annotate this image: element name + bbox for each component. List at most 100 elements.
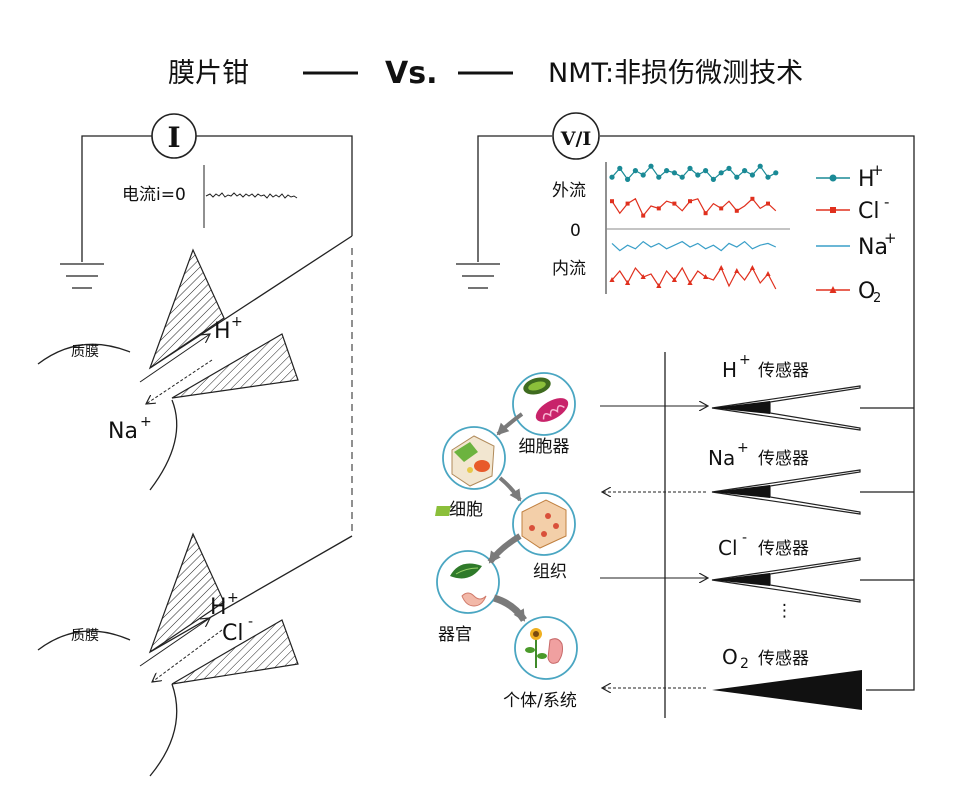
organ-icon xyxy=(450,563,487,607)
flux-marker-h xyxy=(765,174,771,180)
flux-marker-o xyxy=(718,265,724,270)
nmt-ground-wire xyxy=(477,135,552,262)
flux-marker-cl xyxy=(703,211,708,216)
sensor-label-h: H + 传感器 xyxy=(722,352,809,382)
legend-label-h: H xyxy=(858,167,875,192)
membrane-label-top: 质膜 xyxy=(71,344,99,360)
flux-marker-h xyxy=(617,165,623,171)
flux-marker-o xyxy=(703,274,709,279)
mitochondrion-icon xyxy=(523,377,569,422)
legend-label-cl: Cl xyxy=(858,199,879,224)
flux-marker-h xyxy=(671,170,678,176)
flux-marker-cl xyxy=(766,201,770,206)
tissue-icon xyxy=(435,499,567,549)
membrane-bottom-lower xyxy=(149,683,178,777)
sensor-label-o2: O 2 传感器 xyxy=(722,645,809,672)
flux-series-group xyxy=(609,163,779,290)
flux-marker-cl xyxy=(625,201,630,206)
sensor-cl-ion: Cl xyxy=(718,536,738,560)
voltmeter-icon xyxy=(552,112,600,160)
organism-icon xyxy=(525,628,563,668)
flux-marker-h xyxy=(710,176,717,182)
pipette-top-wire xyxy=(149,235,353,369)
legend-marker-o xyxy=(829,286,837,293)
level-cell: 细胞 xyxy=(449,500,483,520)
cl-influx-arrow xyxy=(152,629,223,682)
voltmeter-symbol: V/I xyxy=(560,128,592,150)
flux-marker-o xyxy=(687,280,693,285)
sensor-na-ion: Na xyxy=(708,446,735,470)
ammeter-icon xyxy=(151,113,197,159)
membrane-bottom xyxy=(37,630,131,651)
sensor-o2-suffix: 传感器 xyxy=(758,649,809,669)
flux-marker-o xyxy=(765,271,771,276)
pipette-top-upper xyxy=(148,248,225,370)
sensor-label-na: Na + 传感器 xyxy=(708,440,809,470)
flux-marker-h xyxy=(718,170,724,176)
sensor-cl-suffix: 传感器 xyxy=(758,539,809,559)
membrane-top xyxy=(37,343,131,365)
current-label: 电流i=0 xyxy=(122,185,186,205)
flux-marker-cl xyxy=(610,199,614,204)
sensor-h xyxy=(711,385,914,431)
axis-zero-label: 0 xyxy=(570,221,581,241)
pipette-bottom-lower xyxy=(171,619,299,685)
level-organelle: 细胞器 xyxy=(519,437,570,457)
flux-trace-cl xyxy=(611,197,777,217)
ion-cl: Cl xyxy=(222,621,243,646)
pipette-top-lower xyxy=(171,333,299,399)
legend-sup-na: + xyxy=(884,229,897,247)
sensor-ellipsis: ⋮ xyxy=(776,601,793,621)
h-efflux-arrow-bottom xyxy=(139,618,210,667)
level-organ: 器官 xyxy=(438,625,472,645)
ion-h-top: H xyxy=(214,319,231,344)
flux-marker-h xyxy=(687,165,693,171)
flux-marker-h xyxy=(703,168,709,174)
ground-icon xyxy=(60,263,104,289)
flux-trace-h xyxy=(611,165,777,181)
legend-marker-h xyxy=(829,174,837,182)
flux-marker-o xyxy=(734,268,740,273)
flux-marker-o xyxy=(749,265,755,270)
flux-marker-cl xyxy=(641,213,646,218)
sensor-na-suffix: 传感器 xyxy=(758,449,809,469)
individual-circle xyxy=(514,616,578,680)
arrow-organelle-to-cell xyxy=(496,412,524,436)
flux-marker-h xyxy=(664,168,670,174)
flux-trace-na xyxy=(611,240,777,252)
arrow-tissue-to-organ xyxy=(487,533,522,564)
sensor-h-ion: H xyxy=(722,358,737,382)
flux-marker-h xyxy=(640,172,646,178)
level-tissue: 组织 xyxy=(533,562,567,582)
arrow-cell-to-tissue xyxy=(498,476,522,502)
ion-h-top-sup: + xyxy=(231,314,243,330)
level-individual: 个体/系统 xyxy=(503,691,577,711)
ion-h-bottom-sup: + xyxy=(227,590,239,606)
flux-marker-cl xyxy=(688,199,692,204)
flux-marker-o xyxy=(609,277,615,282)
sensor-h-sup: + xyxy=(739,352,751,368)
nmt-right-wire xyxy=(600,135,915,691)
ammeter-symbol: I xyxy=(167,121,180,154)
flux-marker-o xyxy=(640,274,646,279)
pipette-bottom-wire xyxy=(149,535,353,653)
sensor-cl xyxy=(711,557,914,603)
sensor-o2-ion: O xyxy=(722,645,738,669)
axis-in-label: 内流 xyxy=(552,259,586,279)
nmt-panel: V/I 外流 0 内流 H+Cl-Na+O2 细胞器 xyxy=(435,112,915,718)
flux-marker-h xyxy=(695,172,701,178)
legend-label-na: Na xyxy=(858,235,888,260)
sensor-na-sup: + xyxy=(737,440,749,456)
ion-na-sup: + xyxy=(140,414,152,430)
level-hierarchy: 细胞器 细胞 组织 xyxy=(435,372,578,711)
membrane-label-bottom: 质膜 xyxy=(71,628,99,644)
pipette-bottom-upper xyxy=(148,532,225,654)
sensor-na xyxy=(711,469,914,515)
flux-marker-h xyxy=(726,165,732,171)
legend-sup-cl: - xyxy=(884,193,889,211)
flux-marker-h xyxy=(609,174,615,180)
title-patch-clamp: 膜片钳 xyxy=(168,58,249,89)
patch-clamp-panel: I 电流i=0 质膜 H + Na + 质膜 H + xyxy=(37,113,353,777)
sensor-h-suffix: 传感器 xyxy=(758,361,809,381)
current-trace xyxy=(205,192,298,199)
